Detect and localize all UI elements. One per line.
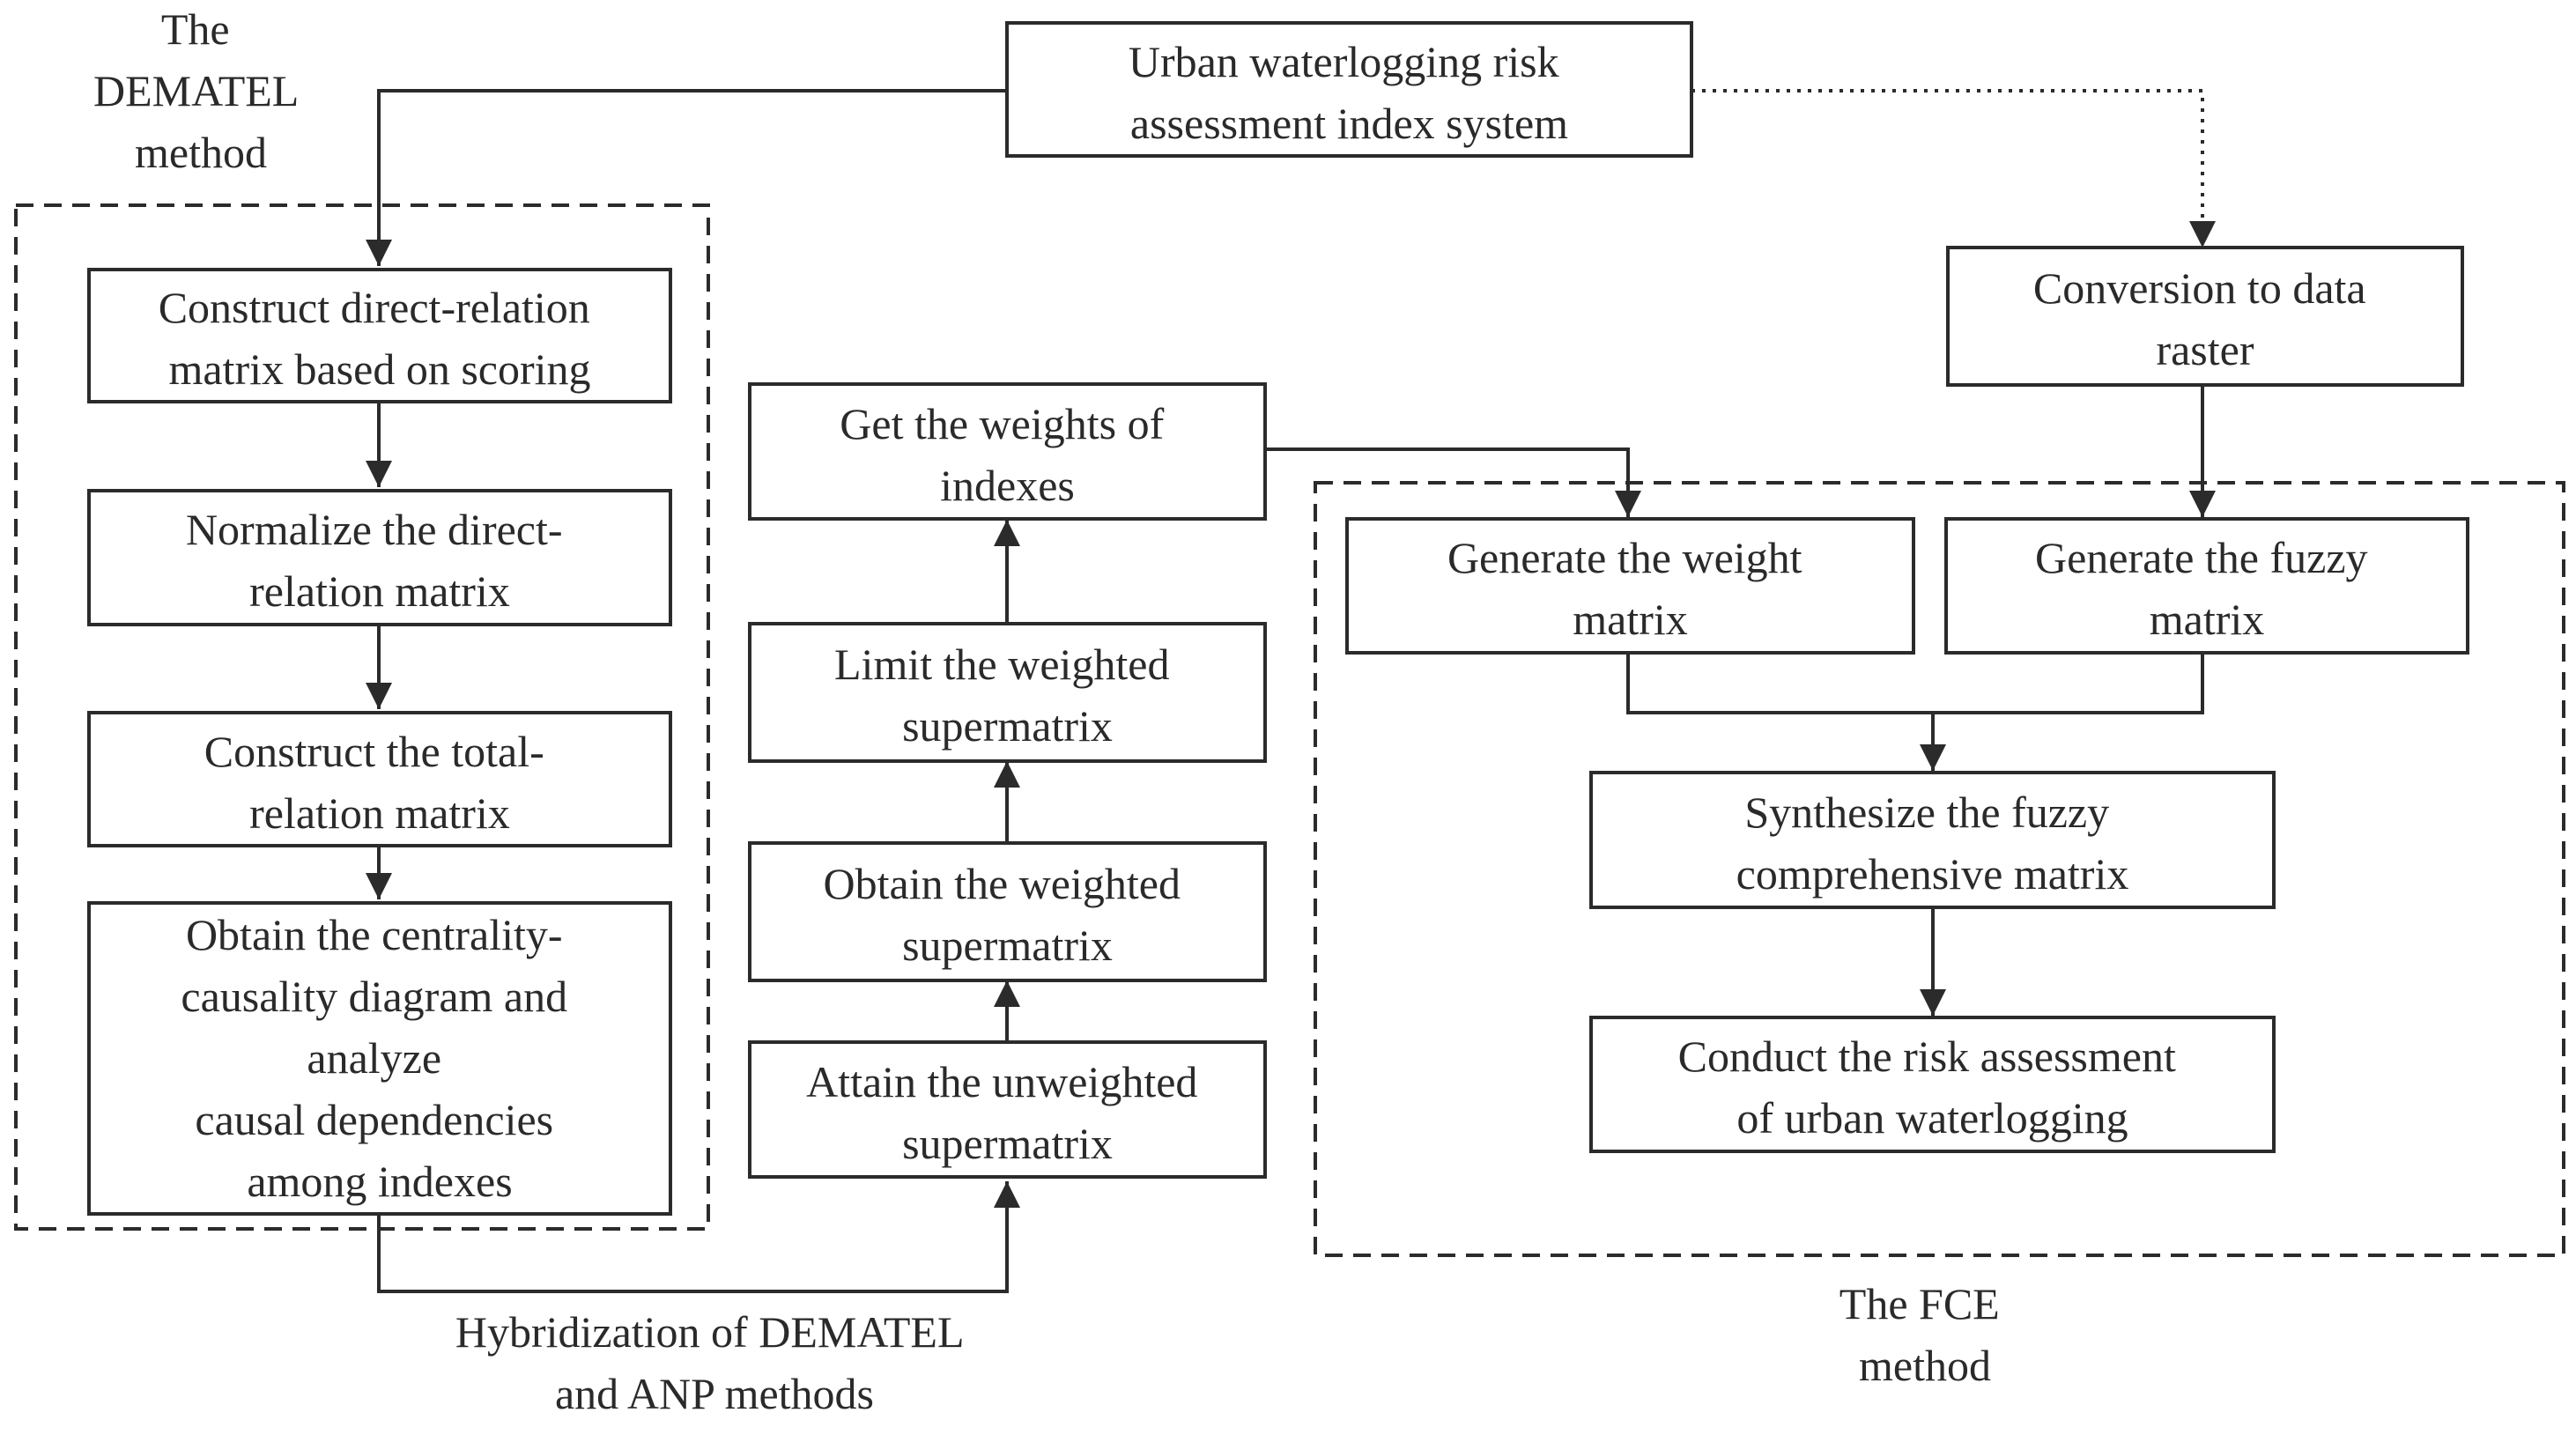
box-normalize-direct-relation: Normalize the direct- relation matrix [87,489,672,626]
box-conversion-raster: Conversion to data raster [1946,246,2464,387]
box-get-weights: Get the weights of indexes [748,382,1267,521]
box-attain-unweighted: Attain the unweighted supermatrix [748,1040,1267,1179]
box-generate-fuzzy-matrix-text: Generate the fuzzy matrix [2035,533,2379,644]
box-index-system: Urban waterlogging risk assessment index… [1005,21,1693,158]
box-get-weights-text: Get the weights of indexes [840,399,1174,510]
dotted-arrow-index-system-to-raster [1691,89,2216,248]
box-construct-total-relation-text: Construct the total- relation matrix [204,727,556,838]
box-generate-weight-matrix-text: Generate the weight matrix [1447,533,1813,644]
box-limit-weighted: Limit the weighted supermatrix [748,622,1267,763]
box-obtain-weighted: Obtain the weighted supermatrix [748,841,1267,982]
fce-region [1314,481,2565,1257]
hybridization-label: Hybridization of DEMATEL and ANP methods [455,1307,973,1418]
box-generate-fuzzy-matrix: Generate the fuzzy matrix [1944,517,2469,655]
merge-connector [1626,653,2204,714]
box-normalize-direct-relation-text: Normalize the direct- relation matrix [186,505,574,616]
box-obtain-weighted-text: Obtain the weighted supermatrix [824,859,1192,970]
box-construct-direct-relation: Construct direct-relation matrix based o… [87,268,672,403]
box-risk-assessment-text: Conduct the risk assessment of urban wat… [1678,1032,2187,1143]
box-synthesize-fuzzy: Synthesize the fuzzy comprehensive matri… [1589,771,2276,909]
dematel-region [14,203,710,1231]
box-centrality-causality: Obtain the centrality- causality diagram… [87,901,672,1216]
box-conversion-raster-text: Conversion to data raster [2033,263,2377,374]
box-attain-unweighted-text: Attain the unweighted supermatrix [806,1057,1209,1168]
arrow-weights-to-weight-matrix [1265,448,1641,517]
box-generate-weight-matrix: Generate the weight matrix [1345,517,1915,655]
box-index-system-text: Urban waterlogging risk assessment index… [1129,37,1570,148]
fce-method-label: The FCE method [1839,1279,2010,1390]
hybridization-connector [377,1181,1020,1293]
box-centrality-causality-text: Obtain the centrality- causality diagram… [181,910,578,1206]
connectors [366,89,2216,1293]
box-risk-assessment: Conduct the risk assessment of urban wat… [1589,1016,2276,1153]
box-construct-direct-relation-text: Construct direct-relation matrix based o… [159,283,602,394]
box-construct-total-relation: Construct the total- relation matrix [87,711,672,847]
box-synthesize-fuzzy-text: Synthesize the fuzzy comprehensive matri… [1736,788,2129,899]
box-limit-weighted-text: Limit the weighted supermatrix [834,640,1181,751]
arrow-index-system-to-construct [366,89,1007,266]
dematel-method-label: The DEMATEL method [93,4,308,177]
